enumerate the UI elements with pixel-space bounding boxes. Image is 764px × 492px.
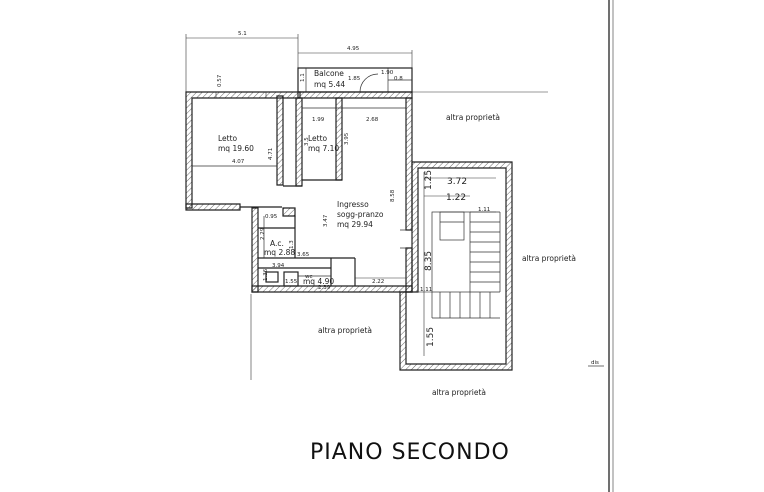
side-note: dis bbox=[591, 360, 599, 366]
dim-136: 1.36 bbox=[263, 268, 269, 281]
dim-111a: 1.11 bbox=[478, 207, 490, 213]
room-ac-name: A.c. bbox=[270, 239, 284, 248]
dim-185: 1.85 bbox=[348, 76, 361, 82]
dim-199: 1.99 bbox=[312, 117, 325, 123]
room-letto1-area: mq 19.60 bbox=[218, 144, 254, 153]
dim-395: 3.95 bbox=[344, 132, 350, 145]
central-walls bbox=[250, 91, 413, 380]
balcony-area: mq 5.44 bbox=[314, 80, 345, 89]
dim-394: 3.94 bbox=[272, 263, 285, 269]
room-ac-area: mq 2.88 bbox=[264, 248, 295, 257]
dim-111b: 1.11 bbox=[420, 287, 432, 293]
top-dimension: 5.1 bbox=[185, 31, 299, 95]
dim-top-width: 5.1 bbox=[238, 31, 247, 37]
left-bedroom-walls: 0.57 bbox=[185, 74, 301, 211]
dim-372: 3.72 bbox=[447, 177, 467, 187]
room-ingresso-line1: Ingresso bbox=[337, 200, 369, 209]
dim-35: 3.5 bbox=[304, 137, 310, 146]
dim-13: 1.3 bbox=[289, 240, 295, 249]
dim-125: 1.25 bbox=[424, 170, 434, 190]
dim-190: 1.90 bbox=[381, 70, 394, 76]
dim-095: 0.95 bbox=[265, 214, 278, 220]
balcony-name: Balcone bbox=[314, 69, 344, 78]
balcony: Balcone mq 5.44 1.1 1.85 1.90 0.8 bbox=[297, 67, 413, 93]
dim-11: 1.1 bbox=[300, 73, 306, 82]
neighbor-bottom-right: altra proprietà bbox=[432, 388, 486, 397]
dim-155b: 1.55 bbox=[426, 327, 436, 347]
dim-057: 0.57 bbox=[217, 74, 223, 87]
dim-122: 1.22 bbox=[446, 193, 466, 203]
plan-title: PIANO SECONDO bbox=[310, 440, 510, 465]
stair-tower: 3.72 1.22 1.25 1.11 8.35 1.11 1.55 bbox=[399, 161, 513, 371]
dim-229: 2.29 bbox=[260, 227, 266, 240]
dim-471: 4.71 bbox=[268, 148, 274, 160]
dim-balcony-width: 4.95 bbox=[347, 46, 360, 52]
neighbor-right-top: altra proprietà bbox=[446, 113, 500, 122]
neighbor-bottom-mid: altra proprietà bbox=[318, 326, 372, 335]
dim-365: 3.65 bbox=[297, 252, 310, 258]
dim-222: 2.22 bbox=[372, 279, 384, 285]
dim-268: 2.68 bbox=[366, 117, 379, 123]
dim-08: 0.8 bbox=[394, 76, 403, 82]
room-ingresso-line2: sogg-pranzo bbox=[337, 210, 384, 219]
dim-347: 3.47 bbox=[323, 214, 329, 227]
room-wc-name: wc bbox=[305, 274, 313, 280]
room-letto2-area: mq 7.10 bbox=[308, 144, 339, 153]
room-letto2-name: Letto bbox=[308, 134, 328, 143]
neighbor-right-mid: altra proprietà bbox=[522, 254, 576, 263]
room-wc-area: mq 4.90 bbox=[303, 277, 334, 286]
room-ingresso-area: mq 29.94 bbox=[337, 220, 373, 229]
dim-239: 2.39 bbox=[318, 285, 331, 291]
interior-dimensions: 1.99 2.68 3.5 3.95 4.07 4.71 8.58 0.95 3… bbox=[232, 117, 406, 291]
dim-407: 4.07 bbox=[232, 159, 245, 165]
dim-858: 8.58 bbox=[390, 189, 396, 202]
room-letto1-name: Letto bbox=[218, 134, 238, 143]
dim-155: 1.55 bbox=[285, 279, 298, 285]
dim-835: 8.35 bbox=[424, 251, 434, 271]
